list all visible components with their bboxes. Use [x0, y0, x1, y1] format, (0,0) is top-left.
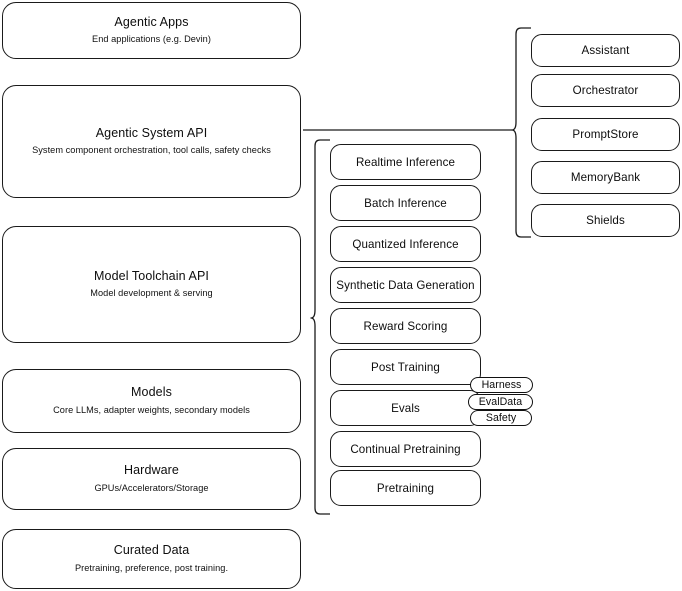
- eval-pill-harness[interactable]: Harness: [470, 377, 533, 393]
- layer-model-toolchain-api[interactable]: Model Toolchain API Model development & …: [2, 226, 301, 343]
- pill-label: Safety: [485, 412, 517, 424]
- toolchain-item-pretraining[interactable]: Pretraining: [330, 470, 481, 506]
- layer-agentic-system-api[interactable]: Agentic System API System component orch…: [2, 85, 301, 198]
- system-item-memorybank[interactable]: MemoryBank: [531, 161, 680, 194]
- item-label: Quantized Inference: [352, 237, 459, 251]
- eval-pill-evaldata[interactable]: EvalData: [468, 394, 533, 410]
- system-item-shields[interactable]: Shields: [531, 204, 680, 237]
- item-label: Pretraining: [376, 481, 435, 495]
- eval-pill-safety[interactable]: Safety: [470, 410, 532, 426]
- item-label: Continual Pretraining: [350, 442, 461, 456]
- toolchain-item-continual-pretraining[interactable]: Continual Pretraining: [330, 431, 481, 467]
- layer-hardware[interactable]: Hardware GPUs/Accelerators/Storage: [2, 448, 301, 510]
- layer-subtitle: GPUs/Accelerators/Storage: [94, 482, 209, 493]
- item-label: Orchestrator: [572, 84, 639, 97]
- layer-title: Model Toolchain API: [94, 268, 209, 283]
- layer-title: Curated Data: [113, 543, 190, 558]
- layer-title: Models: [131, 385, 172, 400]
- item-label: Realtime Inference: [355, 155, 456, 169]
- toolchain-item-reward-scoring[interactable]: Reward Scoring: [330, 308, 481, 344]
- system-item-assistant[interactable]: Assistant: [531, 34, 680, 67]
- layer-models[interactable]: Models Core LLMs, adapter weights, secon…: [2, 369, 301, 433]
- item-label: Synthetic Data Generation: [336, 278, 475, 292]
- bracket-toolchain-items: [310, 139, 330, 515]
- item-label: MemoryBank: [570, 171, 641, 184]
- layer-agentic-apps[interactable]: Agentic Apps End applications (e.g. Devi…: [2, 2, 301, 59]
- toolchain-item-batch-inference[interactable]: Batch Inference: [330, 185, 481, 221]
- toolchain-item-realtime-inference[interactable]: Realtime Inference: [330, 144, 481, 180]
- item-label: Evals: [391, 401, 420, 415]
- layer-subtitle: Model development & serving: [90, 288, 213, 299]
- system-item-promptstore[interactable]: PromptStore: [531, 118, 680, 151]
- toolchain-item-post-training[interactable]: Post Training: [330, 349, 481, 385]
- layer-title: Agentic System API: [95, 125, 208, 140]
- pill-label: Harness: [481, 379, 522, 391]
- layer-subtitle: End applications (e.g. Devin): [92, 34, 211, 45]
- item-label: Batch Inference: [364, 196, 447, 210]
- pill-label: EvalData: [478, 396, 523, 408]
- layer-subtitle: Core LLMs, adapter weights, secondary mo…: [53, 404, 250, 415]
- bracket-system-components: [511, 27, 531, 238]
- system-item-orchestrator[interactable]: Orchestrator: [531, 74, 680, 107]
- layer-title: Agentic Apps: [114, 14, 189, 29]
- item-label: Post Training: [371, 360, 440, 374]
- item-label: Assistant: [581, 44, 630, 57]
- toolchain-item-synthetic-data-generation[interactable]: Synthetic Data Generation: [330, 267, 481, 303]
- item-label: Reward Scoring: [363, 319, 448, 333]
- layer-title: Hardware: [124, 463, 179, 478]
- item-label: Shields: [586, 214, 625, 227]
- layer-subtitle: Pretraining, preference, post training.: [74, 562, 229, 573]
- layer-curated-data[interactable]: Curated Data Pretraining, preference, po…: [2, 529, 301, 589]
- layer-subtitle: System component orchestration, tool cal…: [32, 145, 271, 156]
- toolchain-item-quantized-inference[interactable]: Quantized Inference: [330, 226, 481, 262]
- toolchain-item-evals[interactable]: Evals: [330, 390, 481, 426]
- item-label: PromptStore: [572, 128, 639, 141]
